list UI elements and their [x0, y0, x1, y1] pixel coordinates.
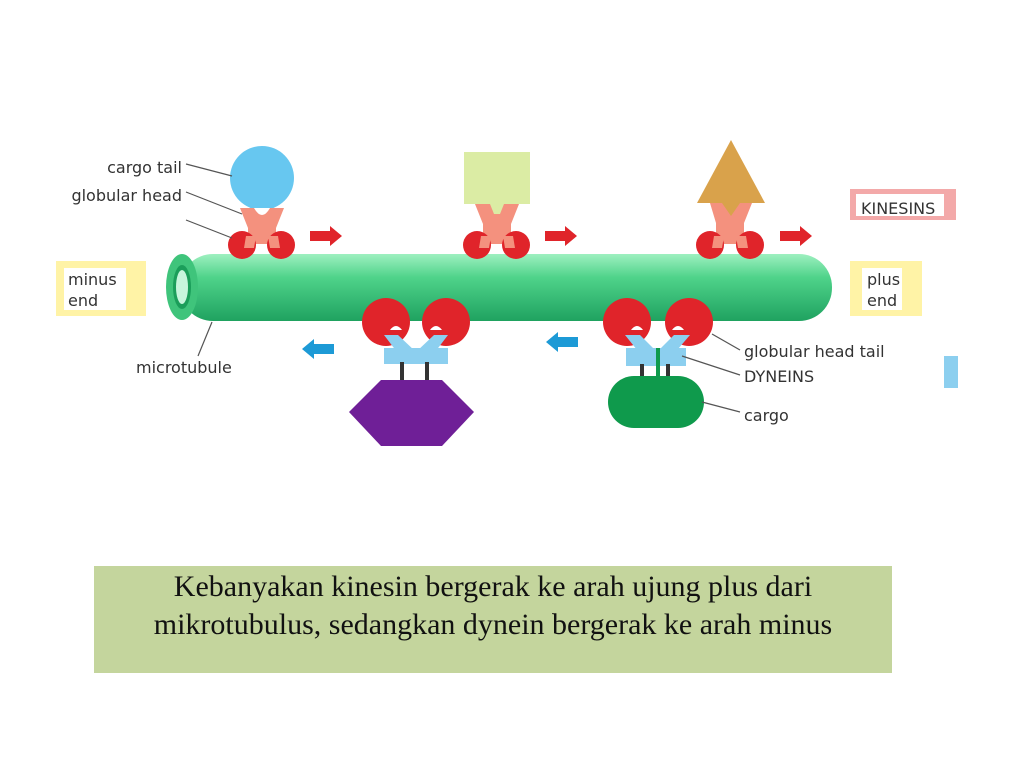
right-arrow-icon — [545, 226, 577, 246]
dyneins-box-edge — [944, 356, 958, 388]
cargo-tail-label: cargo tail — [107, 158, 182, 177]
cargo-square — [464, 152, 530, 204]
cargo-hexagon — [349, 380, 474, 446]
leader-lines — [185, 163, 741, 413]
left-arrow-icon — [302, 339, 334, 359]
dynein-head-right — [665, 298, 713, 346]
dyneins-box-inner — [852, 356, 944, 386]
dynein-head-right — [422, 298, 470, 346]
cargo-circle — [230, 146, 294, 210]
minus-end-label-line1: minus — [68, 270, 117, 289]
kinesin-1 — [228, 146, 295, 259]
dynein-2 — [603, 298, 713, 428]
kinesin-3 — [696, 140, 765, 259]
caption-line-1: Kebanyakan kinesin bergerak ke arah ujun… — [173, 570, 813, 603]
minus-end-label-line2: end — [68, 291, 98, 310]
minus-end-box-inner — [64, 268, 126, 310]
plus-end-label-line2: end — [867, 291, 897, 310]
microtubule — [166, 254, 832, 321]
caption-box: Kebanyakan kinesin bergerak ke arah ujun… — [94, 566, 892, 673]
right-arrow-icon — [310, 226, 342, 246]
dyneins-label: DYNEINS — [744, 367, 814, 386]
kinesin-direction-arrows — [310, 226, 812, 246]
microtubule-label: microtubule — [136, 358, 232, 377]
kinesin-2 — [463, 152, 530, 259]
dynein-direction-arrows — [302, 332, 578, 359]
kinesins-box-inner — [856, 194, 944, 216]
globular-head-tail-label: globular head tail — [744, 342, 885, 361]
dynein-1 — [349, 298, 474, 446]
cargo-oval — [608, 376, 704, 428]
right-arrow-icon — [780, 226, 812, 246]
cargo-label: cargo — [744, 406, 789, 425]
dynein-head-left — [362, 298, 410, 346]
plus-end-label-line1: plus — [867, 270, 900, 289]
dynein-head-left — [603, 298, 651, 346]
dynein-stalk — [384, 348, 448, 364]
caption-line-2: mikrotubulus, sedangkan dynein bergerak … — [153, 608, 833, 641]
globular-head-label: globular head — [71, 186, 182, 205]
cargo-triangle — [697, 140, 765, 203]
plus-end-box-inner — [862, 268, 902, 310]
left-arrow-icon — [546, 332, 578, 352]
kinesins-label: KINESINS — [861, 199, 935, 218]
